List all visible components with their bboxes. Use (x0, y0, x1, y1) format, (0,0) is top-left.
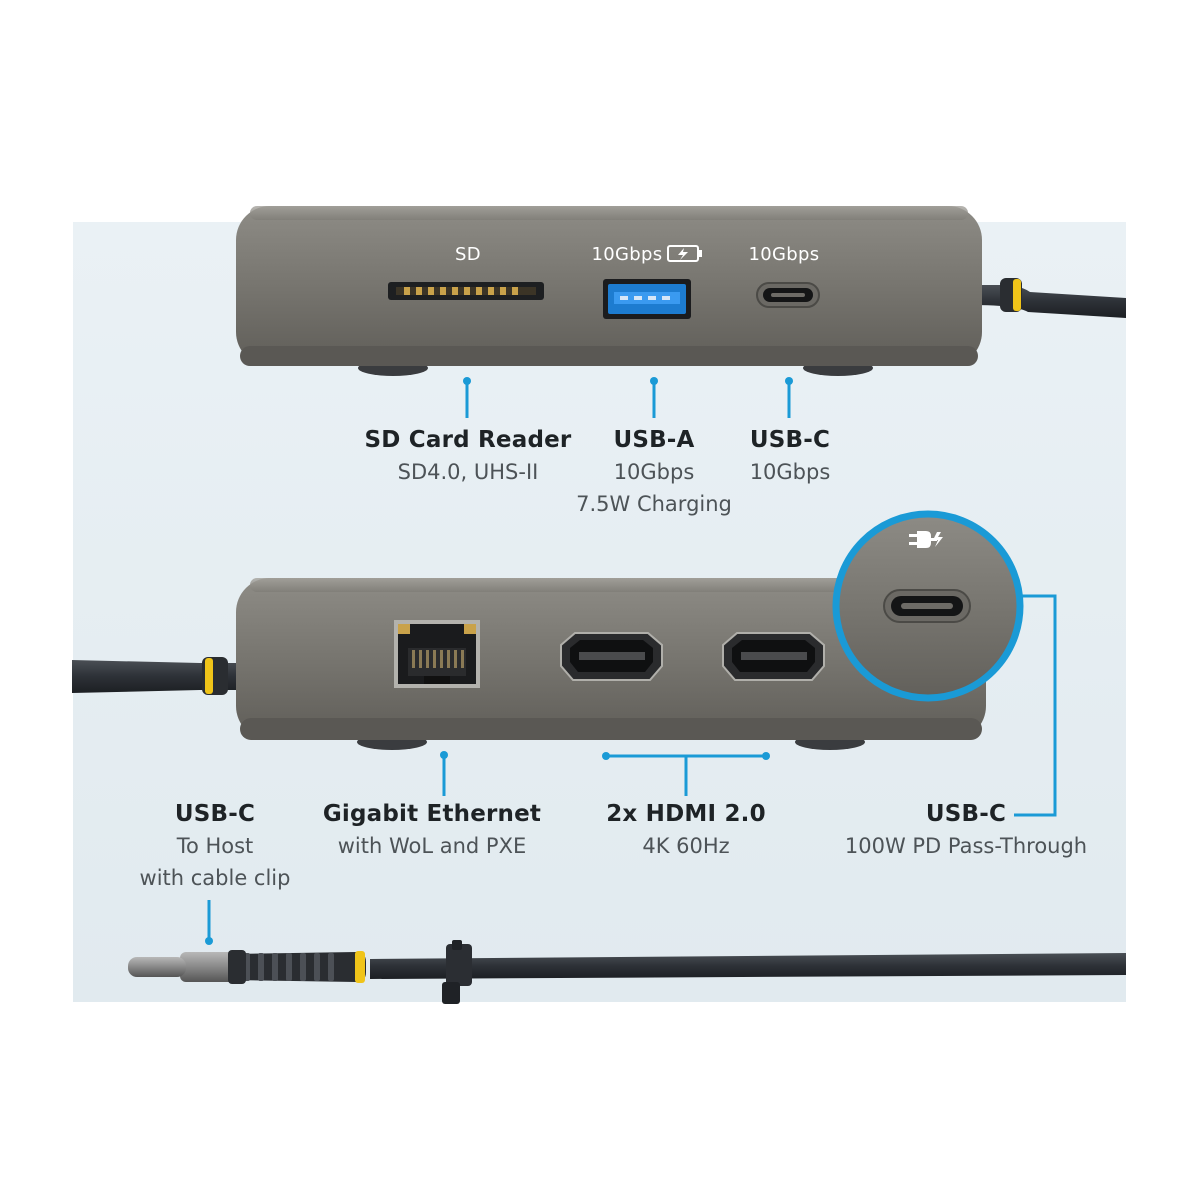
callout-usb-c: USB-C 10Gbps (720, 424, 860, 488)
callout-sd-reader: SD Card Reader SD4.0, UHS-II (348, 424, 588, 488)
plug-housing (180, 952, 240, 982)
callout-pd: USB-C 100W PD Pass-Through (836, 798, 1096, 862)
callout-subtitle: with cable clip (139, 866, 291, 890)
usb-c-port (756, 282, 820, 308)
cable-collar-yellow (205, 658, 213, 694)
callout-ethernet: Gigabit Ethernet with WoL and PXE (312, 798, 552, 862)
usb-c-port-label: 10Gbps (748, 244, 820, 265)
bottom-callout-lines (205, 594, 1057, 945)
callout-title: Gigabit Ethernet (322, 801, 542, 827)
top-hub-cable (975, 285, 1126, 318)
callout-title: USB-C (925, 801, 1007, 827)
callout-title: SD Card Reader (364, 427, 572, 453)
charging-battery-icon (667, 245, 702, 262)
bottom-hub-cable (72, 660, 245, 693)
pd-port-magnifier (832, 510, 1024, 702)
callout-subtitle: 10Gbps (613, 460, 695, 484)
cable-body (370, 953, 1126, 979)
host-usb-c-cable (128, 940, 1126, 1004)
power-plug-icon (909, 531, 943, 548)
hub-bottom-band (240, 346, 978, 366)
ethernet-port (394, 620, 480, 688)
usb-c-port (883, 589, 971, 623)
usb-a-port (603, 279, 691, 319)
callout-subtitle: 10Gbps (749, 460, 831, 484)
hdmi-port (722, 632, 825, 681)
callout-subtitle: To Host (176, 834, 254, 858)
hub-top-surface (250, 578, 972, 592)
hub-top-surface (250, 206, 968, 220)
top-hub (236, 206, 1126, 376)
callout-subtitle: 4K 60Hz (642, 834, 730, 858)
callout-usb-a: USB-A 10Gbps 7.5W Charging (544, 424, 764, 520)
cable-collar-yellow (1013, 279, 1021, 311)
hdmi-port (560, 632, 663, 681)
callout-subtitle: with WoL and PXE (337, 834, 527, 858)
callout-subtitle: 7.5W Charging (576, 492, 732, 516)
callout-subtitle: SD4.0, UHS-II (397, 460, 539, 484)
usb-c-plug-tip (128, 957, 186, 977)
cable-collar-yellow (355, 951, 365, 983)
usb-a-port-label: 10Gbps (591, 244, 663, 265)
cable-clip (442, 940, 472, 1004)
callout-title: USB-A (613, 427, 695, 453)
callout-subtitle: 100W PD Pass-Through (844, 834, 1088, 858)
sd-slot (388, 282, 544, 300)
strain-relief (232, 952, 366, 982)
hub-bottom-band (240, 718, 982, 740)
callout-hdmi: 2x HDMI 2.0 4K 60Hz (586, 798, 786, 862)
callout-title: 2x HDMI 2.0 (606, 801, 766, 827)
callout-host-cable: USB-C To Host with cable clip (110, 798, 320, 894)
bottom-hub (72, 510, 1024, 750)
callout-title: USB-C (749, 427, 831, 453)
sd-port-label: SD (455, 244, 481, 265)
top-callout-lines (463, 377, 793, 418)
callout-title: USB-C (174, 801, 256, 827)
